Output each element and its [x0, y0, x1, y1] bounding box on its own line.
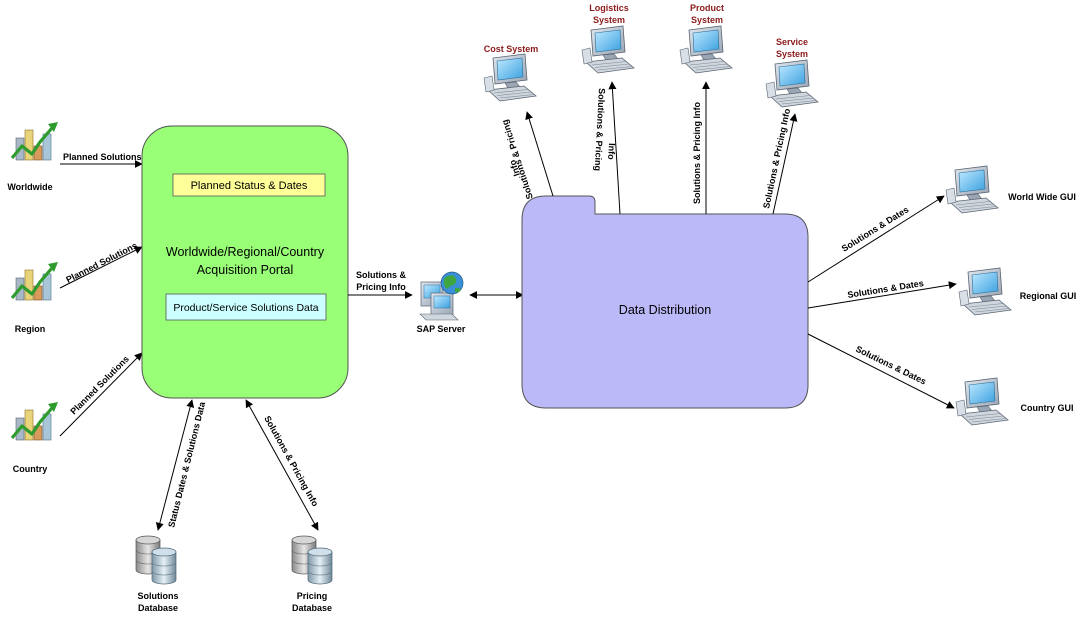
distribution-to-country-gui-arrow: [807, 333, 955, 409]
distribution-to-logistics-arrow: [608, 81, 621, 215]
cost-system: Cost System: [483, 44, 539, 102]
distribution-to-cost-label-line2: Info: [507, 158, 522, 177]
region-to-portal-arrow: [59, 246, 143, 289]
region-source: Region: [10, 260, 60, 334]
pricing-database: Pricing Database: [291, 535, 333, 613]
solutions-database: Solutions Database: [135, 535, 179, 613]
worldwide-gui-label: World Wide GUI: [1008, 192, 1076, 202]
distribution-to-logistics-label-line2: Info: [606, 143, 617, 160]
worldwide-gui: World Wide GUI: [945, 165, 1076, 214]
service-system-label-line2: System: [776, 49, 808, 59]
pricing-db-link-arrow: [245, 399, 319, 531]
pricing-database-label-line1: Pricing: [297, 591, 328, 601]
sap-server: SAP Server: [417, 271, 466, 334]
product-system: Product System: [679, 3, 733, 74]
distribution-to-product-label: Solutions & Pricing Info: [692, 102, 702, 204]
worldwide-to-portal-label: Planned Solutions: [63, 152, 142, 162]
product-system-label-line1: Product: [690, 3, 724, 13]
region-source-label: Region: [15, 324, 46, 334]
service-system-computer-icon: [765, 59, 819, 108]
portal-box: [141, 125, 349, 399]
pricing-database-label-line2: Database: [292, 603, 332, 613]
portal-title-line1: Worldwide/Regional/Country: [166, 245, 325, 259]
logistics-system-label-line2: System: [593, 15, 625, 25]
region-to-portal-label: Planned Solutions: [64, 240, 138, 285]
country-source: Country: [10, 400, 60, 474]
pricing-database-icon: [291, 535, 333, 585]
region-chart-icon: [10, 260, 60, 302]
solutions-database-label-line2: Database: [138, 603, 178, 613]
distribution-to-regional-gui-arrow: [807, 281, 957, 309]
acquisition-portal: Planned Status & Dates Worldwide/Regiona…: [141, 125, 349, 399]
cost-system-computer-icon: [483, 53, 537, 102]
server-icon: [419, 271, 464, 321]
country-chart-icon: [10, 400, 60, 442]
regional-gui-label: Regional GUI: [1020, 291, 1077, 301]
country-source-label: Country: [13, 464, 48, 474]
solutions-database-label-line1: Solutions: [138, 591, 179, 601]
solutions-data-text: Product/Service Solutions Data: [173, 302, 318, 314]
portal-to-server-label-line2: Pricing Info: [356, 282, 406, 292]
distribution-to-service-label: Solutions & Pricing Info: [761, 107, 792, 209]
country-gui-label: Country GUI: [1021, 403, 1074, 413]
cost-system-label: Cost System: [484, 44, 539, 54]
planned-status-text: Planned Status & Dates: [191, 180, 308, 192]
regional-gui-computer-icon: [958, 267, 1012, 316]
logistics-system-label-line1: Logistics: [589, 3, 629, 13]
solutions-database-icon: [135, 535, 177, 585]
worldwide-gui-computer-icon: [945, 165, 999, 214]
product-system-computer-icon: [679, 25, 733, 74]
solutions-data-box: [165, 293, 327, 321]
pricing-db-link-label: Solutions & Pricing Info: [262, 414, 320, 508]
distribution-to-worldwide-gui-label: Solutions & Dates: [840, 204, 911, 253]
service-system-label-line1: Service: [776, 37, 808, 47]
portal-title-line2: Acquisition Portal: [197, 263, 294, 277]
service-system: Service System: [765, 37, 819, 108]
logistics-system-computer-icon: [581, 25, 635, 74]
data-distribution: Data Distribution: [521, 195, 809, 409]
data-distribution-folder: [521, 195, 809, 409]
distribution-to-regional-gui-label: Solutions & Dates: [847, 278, 925, 300]
country-gui-computer-icon: [955, 377, 1009, 426]
distribution-to-country-gui-label: Solutions & Dates: [854, 344, 928, 387]
product-system-label-line2: System: [691, 15, 723, 25]
data-distribution-label: Data Distribution: [619, 303, 711, 317]
distribution-to-worldwide-gui-arrow: [807, 195, 945, 283]
logistics-system: Logistics System: [581, 3, 635, 74]
regional-gui: Regional GUI: [958, 267, 1077, 316]
planned-status-box: [172, 173, 326, 197]
solutions-db-link-arrow: [155, 399, 195, 531]
sap-server-label: SAP Server: [417, 324, 466, 334]
portal-to-server-label-line1: Solutions &: [356, 270, 406, 280]
country-to-portal-arrow: [59, 352, 143, 437]
distribution-to-logistics-label-line1: Solutions & Pricing: [593, 88, 607, 171]
worldwide-chart-icon: [10, 120, 60, 162]
country-to-portal-label: Planned Solutions: [68, 354, 131, 417]
worldwide-source-label: Worldwide: [7, 182, 52, 192]
distribution-to-cost-arrow: [525, 111, 554, 197]
worldwide-source: Worldwide: [7, 120, 60, 192]
country-gui: Country GUI: [955, 377, 1074, 426]
distribution-to-cost-label-line1: Solutions & Pricing: [500, 118, 535, 200]
distribution-to-service-arrow: [772, 113, 798, 215]
